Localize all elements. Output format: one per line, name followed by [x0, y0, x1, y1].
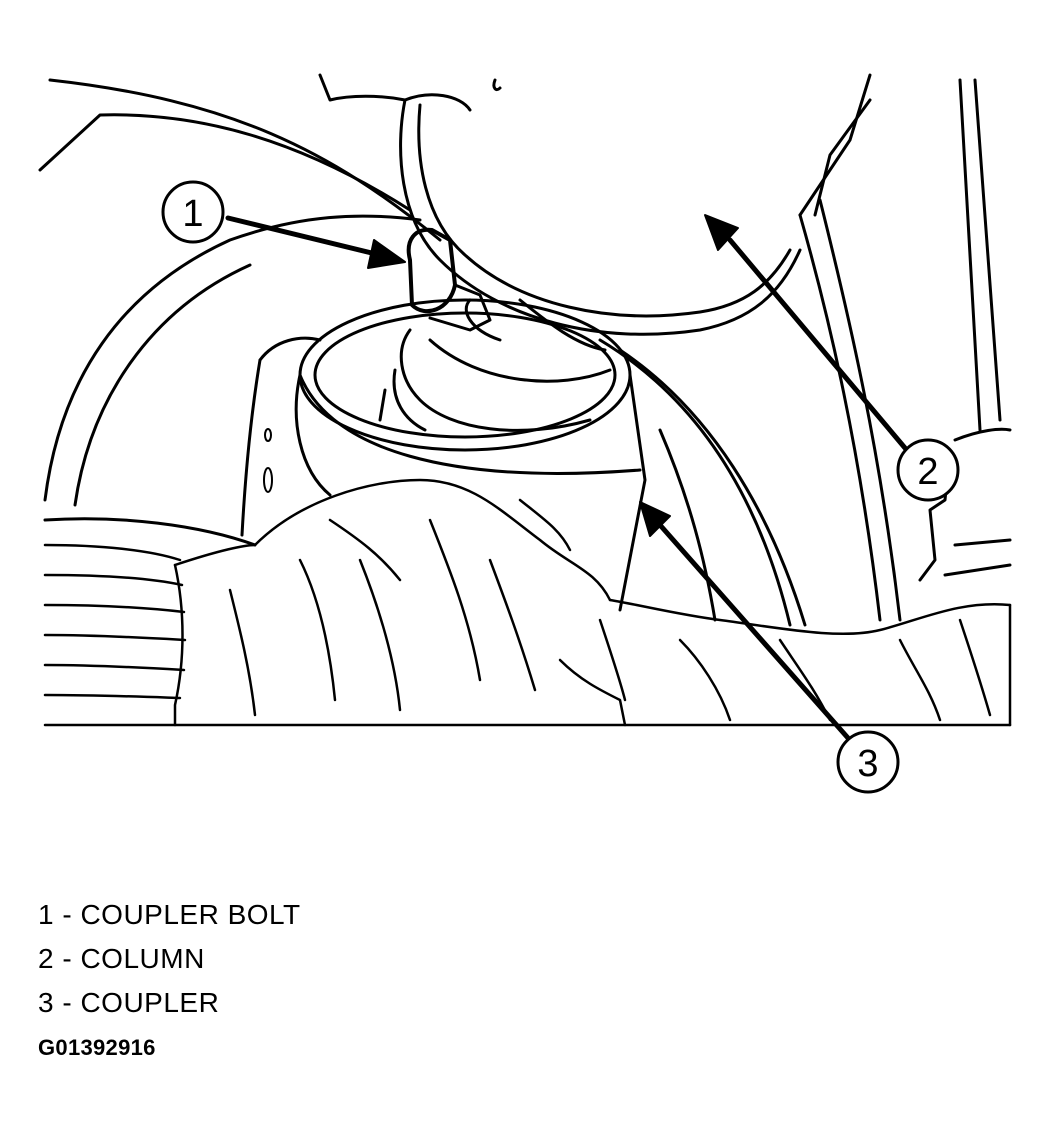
callout-1-number: 1 [182, 193, 203, 235]
coupler-body [240, 298, 647, 612]
housing-lines [38, 78, 442, 547]
legend-item-column: 2 - COLUMN [38, 943, 205, 974]
callout-3: 3 [836, 730, 900, 794]
legend-item-coupler: 3 - COUPLER [38, 987, 220, 1018]
carpet-ribs [43, 543, 187, 700]
floor-panel-lines [598, 78, 1012, 627]
arrowhead-2 [704, 214, 739, 251]
figure-id: G01392916 [38, 1035, 156, 1060]
callout-3-number: 3 [857, 743, 878, 785]
callout-2-number: 2 [917, 451, 938, 493]
legend: 1 - COUPLER BOLT 2 - COLUMN 3 - COUPLER [38, 893, 301, 1025]
callout-1: 1 [161, 180, 225, 244]
leader-arrows [225, 214, 908, 741]
callout-2: 2 [896, 438, 960, 502]
leader-3 [657, 522, 851, 741]
coupler-bolt [406, 227, 492, 332]
diagram-illustration: 1 2 3 [38, 73, 1012, 794]
shop-towel-wrap [43, 478, 1012, 727]
arrowhead-3 [639, 501, 671, 537]
steering-column [318, 73, 872, 336]
legend-item-coupler-bolt: 1 - COUPLER BOLT [38, 899, 301, 930]
arrowhead-1 [367, 239, 406, 269]
leader-1 [225, 215, 383, 258]
leader-2 [727, 237, 908, 451]
